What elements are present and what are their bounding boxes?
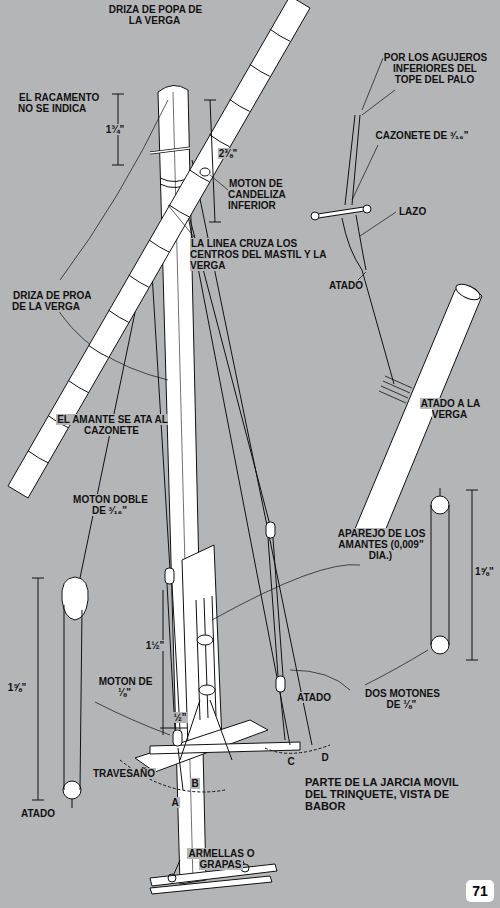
label-text: ATADO A LA VERGA: [420, 398, 480, 420]
label: TRAVESAÑO: [92, 768, 172, 779]
yard-band: [149, 240, 169, 252]
yard-band: [68, 381, 88, 393]
label: 1⅝": [474, 566, 500, 577]
double-block: [62, 577, 88, 620]
label-text: B: [190, 778, 199, 789]
label: LAZO: [398, 206, 438, 217]
label: POR LOS AGUJEROS INFERIORES DEL TOPE DEL…: [380, 52, 490, 85]
label-text: POR LOS AGUJEROS INFERIORES DEL TOPE DEL…: [383, 52, 488, 85]
label-text: MOTON DE ⅛": [98, 676, 153, 698]
label-text: APAREJO DE LOS AMANTES (0,009" DIA.): [337, 528, 426, 561]
label: DOS MOTONES DE ⅛": [362, 688, 442, 710]
label-text: EL AMANTE SE ATA AL CAZONETE: [56, 414, 168, 436]
label: MOTON DE CANDELIZA INFERIOR: [228, 178, 328, 211]
label: EL RACAMENTO NO SE INDICA: [18, 92, 102, 114]
label: MOTON DE ⅛": [90, 676, 160, 698]
yard-band: [109, 310, 129, 322]
caption: PARTE DE LA JARCIA MOVIL DEL TRINQUETE, …: [305, 776, 475, 812]
label-text: ARMELLAS O GRAPAS: [187, 848, 254, 870]
label-text: 1¾": [105, 124, 126, 135]
label: ATADO: [296, 692, 346, 703]
label: ATADO: [328, 280, 378, 291]
yard-band: [89, 345, 109, 357]
label-text: D: [320, 752, 329, 763]
label-text: MOTON DOBLE DE ³⁄₁₆": [72, 494, 148, 516]
label: 2⅜": [213, 148, 243, 159]
label: D: [318, 752, 332, 763]
figure-number-box: 71: [466, 880, 494, 902]
label: ARMELLAS O GRAPAS: [176, 848, 266, 870]
yard-band: [28, 451, 48, 463]
label: 1⅝": [2, 682, 32, 693]
label-text: LA LINEA CRUZA LOS CENTROS DEL MASTIL Y …: [190, 238, 327, 271]
label: DRIZA DE PROA DE LA VERGA: [12, 290, 96, 312]
label-text: TRAVESAÑO: [92, 768, 156, 779]
label: MOTON DOBLE DE ³⁄₁₆": [70, 494, 150, 516]
label-text: ATADO: [328, 280, 364, 291]
label-text: 1⅝": [474, 566, 495, 577]
single-block: [63, 781, 81, 799]
label: 1¾": [100, 124, 130, 135]
label: DRIZA DE POPA DE LA VERGA: [100, 4, 210, 26]
label-text: ½": [172, 712, 187, 723]
yard-band: [230, 99, 250, 111]
label: 1½": [140, 640, 170, 651]
inset-yard: [352, 286, 482, 548]
label-text: 2⅜": [218, 148, 239, 159]
label-text: ATADO: [20, 808, 56, 819]
figure-number: 71: [466, 880, 494, 902]
yard-band: [169, 205, 189, 217]
label: ½": [168, 712, 192, 723]
label-text: MOTON DE CANDELIZA INFERIOR: [228, 178, 286, 211]
yard-band: [270, 29, 290, 41]
label-text: EL RACAMENTO NO SE INDICA: [18, 92, 99, 114]
label-text: LAZO: [398, 206, 427, 217]
label-text: 1½": [145, 640, 166, 651]
yard-band: [129, 275, 149, 287]
yard-band: [209, 135, 229, 147]
label-text: ATADO: [296, 692, 332, 703]
label: LA LINEA CRUZA LOS CENTROS DEL MASTIL Y …: [190, 238, 340, 271]
label: C: [284, 756, 298, 767]
label-text: DOS MOTONES DE ⅛": [364, 688, 440, 710]
label-text: 1⅝": [7, 682, 28, 693]
label: ATADO: [20, 808, 70, 819]
label-text: CAZONETE DE ³⁄₁₆": [375, 130, 470, 141]
label: CAZONETE DE ³⁄₁₆": [372, 130, 472, 141]
label: ATADO A LA VERGA: [405, 398, 495, 420]
label-text: DRIZA DE PROA DE LA VERGA: [12, 290, 92, 312]
label: A: [168, 797, 182, 808]
yard-band: [250, 64, 270, 76]
label: B: [188, 778, 202, 789]
label-text: DRIZA DE POPA DE LA VERGA: [108, 4, 203, 26]
label: APAREJO DE LOS AMANTES (0,009" DIA.): [326, 528, 436, 561]
label-text: C: [286, 756, 295, 767]
label: EL AMANTE SE ATA AL CAZONETE: [42, 414, 182, 436]
label-text: A: [170, 797, 179, 808]
